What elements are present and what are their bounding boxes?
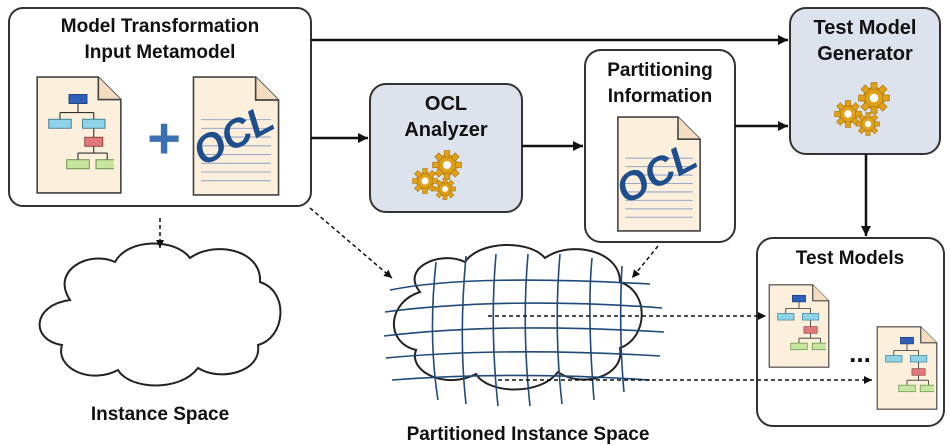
instance-space-label: Instance Space: [91, 404, 229, 425]
partitioning-info-line2: Information: [608, 86, 713, 107]
plus-sign: +: [147, 106, 181, 171]
instance-space-cloud: Instance Space: [38, 242, 282, 425]
test-model-document-icon: [768, 284, 830, 368]
metamodel-document-icon: [36, 76, 122, 194]
partition-grid: [383, 253, 665, 407]
ocl-analyzer-line2: Analyzer: [404, 119, 488, 141]
test-models-ellipsis: ...: [849, 338, 871, 368]
partitioned-instance-space-cloud: Partitioned Instance Space: [383, 243, 665, 445]
test-model-generator-box: Test Model Generator: [789, 7, 941, 155]
ocl-analyzer-box: OCL Analyzer: [369, 83, 523, 213]
ocl-document-icon: OCL: [186, 76, 281, 196]
test-model-generator-line2: Generator: [817, 43, 913, 65]
metamodel-box: Model Transformation Input Metamodel + O…: [8, 7, 312, 207]
partitioned-instance-space-label: Partitioned Instance Space: [407, 424, 650, 445]
test-model-generator-line1: Test Model: [814, 17, 917, 39]
test-models-title: Test Models: [796, 248, 904, 269]
arrow-partitioning-to-partitioned-space: [631, 245, 659, 279]
ocl-analyzer-line1: OCL: [425, 93, 467, 115]
arrow-metamodel-to-partitioned-space: [309, 207, 393, 279]
metamodel-title-line2: Input Metamodel: [85, 42, 236, 63]
metamodel-title-line1: Model Transformation: [61, 16, 259, 37]
test-models-box: Test Models ...: [756, 237, 945, 427]
partitioning-info-line1: Partitioning: [607, 60, 713, 81]
ocl-document-icon: OCL: [609, 116, 704, 232]
test-model-document-icon: [876, 326, 938, 410]
partitioning-info-box: Partitioning Information OCL: [584, 49, 736, 243]
